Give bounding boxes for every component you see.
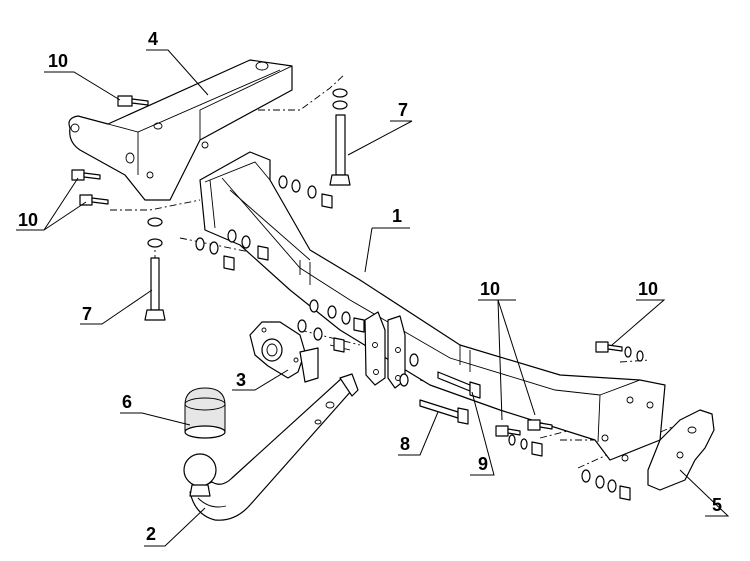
callout-3: 3 bbox=[236, 370, 246, 390]
callout-10-left: 10 bbox=[18, 210, 38, 230]
bolt-10-right-b bbox=[527, 419, 553, 431]
tow-ball bbox=[183, 453, 217, 497]
callout-4: 4 bbox=[148, 29, 158, 49]
bolt-10-right-a bbox=[495, 425, 521, 437]
callout-10-middle-right: 10 bbox=[480, 279, 500, 299]
bolt-7-bottom bbox=[144, 217, 166, 321]
callout-9: 9 bbox=[478, 454, 488, 474]
bolt-7-top bbox=[329, 88, 351, 186]
callout-5: 5 bbox=[712, 495, 722, 515]
side-bracket-5 bbox=[647, 409, 715, 491]
bolt-10-left-upper bbox=[71, 169, 101, 181]
bolt-8 bbox=[419, 399, 469, 425]
tow-hook-2 bbox=[189, 373, 359, 521]
callout-7-bottom: 7 bbox=[82, 304, 92, 324]
ball-cap-6 bbox=[184, 387, 226, 439]
socket-plate-3 bbox=[249, 321, 319, 383]
leader-lines bbox=[16, 49, 730, 547]
main-crossbar-1 bbox=[199, 151, 666, 462]
washers-and-nuts bbox=[195, 175, 644, 501]
callout-8: 8 bbox=[400, 434, 410, 454]
callout-10-top-left: 10 bbox=[48, 51, 68, 71]
callout-1: 1 bbox=[392, 206, 402, 226]
callout-labels: 1 2 3 4 5 6 7 7 8 9 10 10 10 10 bbox=[18, 29, 722, 544]
callout-6: 6 bbox=[122, 392, 132, 412]
bolt-10-top-left bbox=[117, 95, 149, 107]
callout-7-top: 7 bbox=[398, 100, 408, 120]
callout-2: 2 bbox=[146, 524, 156, 544]
side-bracket-4 bbox=[68, 59, 293, 201]
callout-10-far-right: 10 bbox=[638, 279, 658, 299]
bolt-10-left-lower bbox=[79, 194, 109, 206]
bolt-10-far-right bbox=[595, 341, 623, 353]
